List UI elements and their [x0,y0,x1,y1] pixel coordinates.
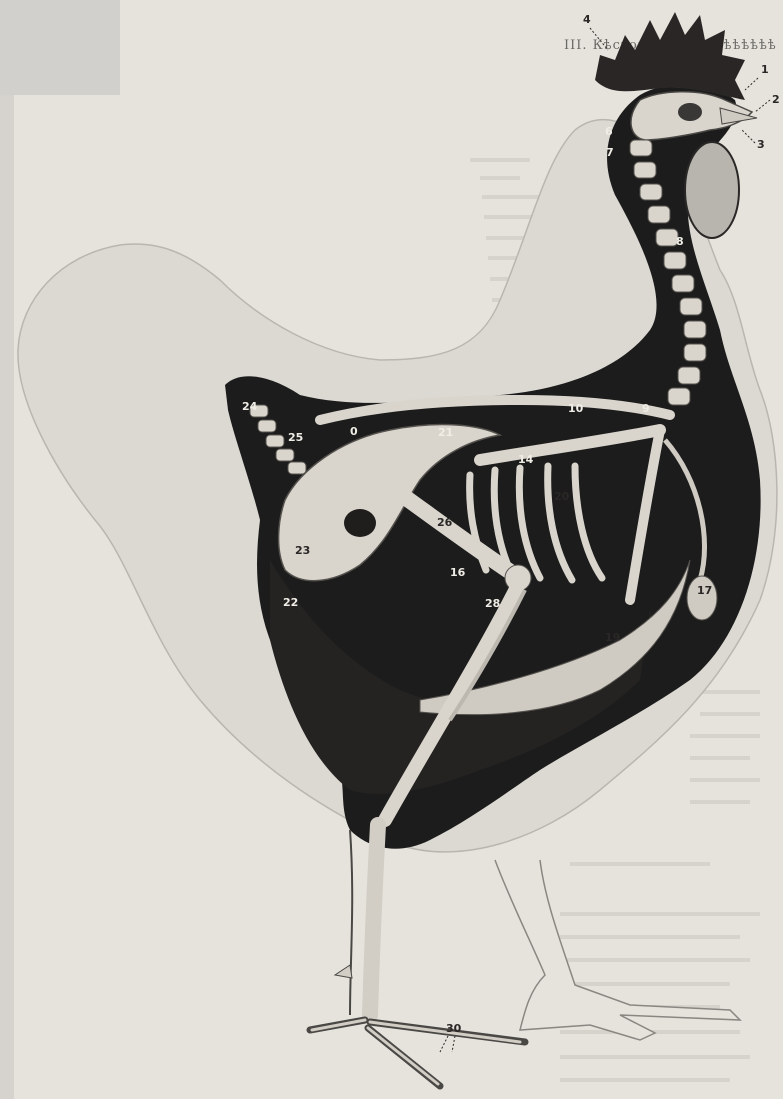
label-4: 4 [583,13,591,26]
wattle [685,142,739,238]
label-24: 24 [242,400,258,413]
label-0: 0 [350,425,358,438]
label-22: 22 [283,596,298,609]
leg-outline-right [495,860,740,1040]
label-30: 30 [446,1022,462,1035]
label-25: 25 [288,431,303,444]
label-26: 26 [437,516,453,529]
leg-outline-left [350,830,352,1015]
label-23: 23 [295,544,310,557]
label-19: 19 [605,631,620,644]
eye-orbit [678,103,702,121]
label-17: 17 [697,584,712,597]
label-9: 9 [642,402,650,415]
label-20: 20 [554,490,570,503]
label-6: 6 [605,125,613,138]
gizzard [687,576,717,620]
comb [595,12,745,100]
label-16: 16 [450,566,466,579]
label-21: 21 [438,426,453,439]
spur [335,965,352,978]
label-10: 10 [568,402,584,415]
label-1: 1 [761,63,769,76]
tarsometatarsus-left [370,825,378,1015]
label-3: 3 [757,138,765,151]
label-14: 14 [518,453,534,466]
label-2: 2 [772,93,780,106]
label-28: 28 [485,597,500,610]
label-7: 7 [606,146,614,159]
label-8: 8 [676,235,684,248]
pelvis-foramen [344,509,376,537]
toes-left [310,1020,525,1086]
